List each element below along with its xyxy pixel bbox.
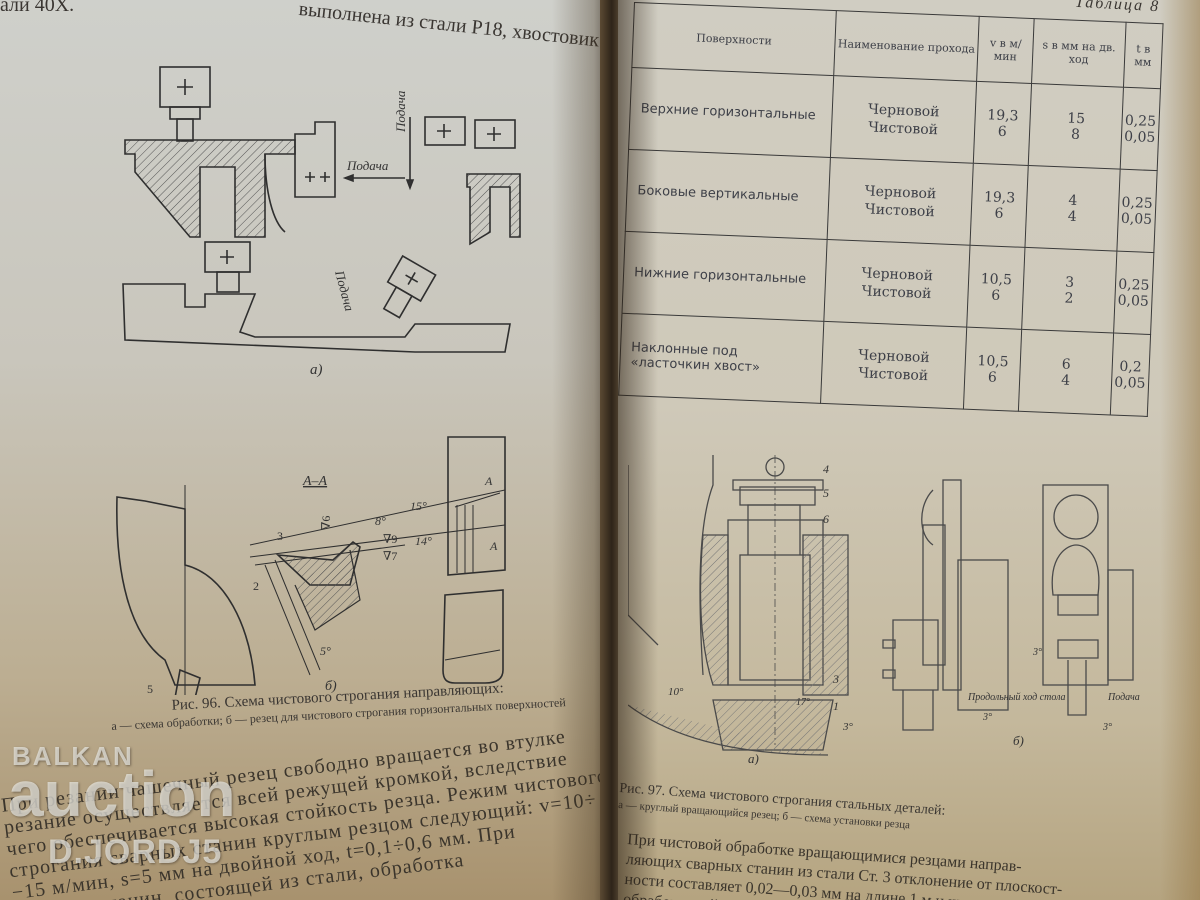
figure-96a-label: а) <box>310 362 323 378</box>
svg-text:Подача: Подача <box>1107 692 1140 703</box>
cutting-modes-table: Поверхности Наименование прохода v в м/м… <box>618 2 1164 417</box>
svg-text:10°: 10° <box>668 686 684 698</box>
left-body-text: При резании чашечный резец свободно вращ… <box>0 717 612 900</box>
header-depth: t в мм <box>1123 22 1164 89</box>
svg-text:3: 3 <box>832 672 839 686</box>
table-label: Таблица 8 <box>1074 0 1161 16</box>
svg-text:3: 3 <box>277 529 283 543</box>
svg-text:∇9: ∇9 <box>383 532 397 546</box>
svg-text:17°: 17° <box>796 697 810 708</box>
svg-text:А: А <box>484 474 493 488</box>
right-page: Таблица 8 Поверхности Наименование прохо… <box>618 0 1200 900</box>
figure-96b: 5 А–А 3 2 8° 15° 14° 5° ∇9 ∇7 ∇6 А А б) <box>105 425 515 695</box>
svg-text:8°: 8° <box>375 514 386 528</box>
svg-text:2: 2 <box>253 579 259 593</box>
header-surfaces: Поверхности <box>631 2 837 76</box>
right-body-text: При чистовой обработке вращающимися резц… <box>622 830 1200 900</box>
header-feed: s в мм на дв. ход <box>1031 18 1126 88</box>
figure-96b-label: б) <box>325 679 337 694</box>
svg-text:∇7: ∇7 <box>383 549 397 563</box>
svg-text:3°: 3° <box>982 712 992 723</box>
svg-text:4: 4 <box>823 462 829 476</box>
top-text-line-right: выполнена из стали Р18, хвостовик — из <box>297 0 612 57</box>
svg-text:5°: 5° <box>320 644 331 658</box>
svg-text:3°: 3° <box>842 721 854 733</box>
figure-97-caption: Рис. 97. Схема чистового строгания сталь… <box>618 780 946 837</box>
cutting-modes-table-wrapper: Поверхности Наименование прохода v в м/м… <box>618 2 1173 417</box>
svg-text:5: 5 <box>823 486 829 500</box>
figure-97b-label: б) <box>1013 733 1024 748</box>
figure-97: 4 5 6 3 1 10° 17° 3° а) Продольный ход с… <box>628 445 1198 765</box>
svg-text:3°: 3° <box>1032 647 1042 658</box>
svg-text:3°: 3° <box>1102 722 1112 733</box>
svg-text:15°: 15° <box>410 499 427 513</box>
dim-5: 5 <box>147 682 153 695</box>
svg-text:14°: 14° <box>415 534 432 548</box>
feed-label-1: Подача <box>346 158 389 173</box>
top-running-text: али 40Х. выполнена из стали Р18, хвостов… <box>0 0 612 74</box>
svg-text:1: 1 <box>833 699 839 713</box>
svg-text:А: А <box>489 539 498 553</box>
svg-text:Продольный ход стола: Продольный ход стола <box>967 692 1066 703</box>
header-pass-name: Наименование прохода <box>833 10 980 82</box>
header-speed: v в м/мин <box>976 16 1035 84</box>
svg-text:∇6: ∇6 <box>319 516 333 530</box>
top-text-line-start: али 40Х. <box>0 0 75 16</box>
left-page: али 40Х. выполнена из стали Р18, хвостов… <box>0 0 612 900</box>
section-label: А–А <box>302 474 328 489</box>
feed-label-3: Подача <box>332 268 358 313</box>
svg-text:6: 6 <box>823 512 829 526</box>
figure-97a-label: а) <box>748 751 759 765</box>
feed-label-2: Подача <box>393 90 408 133</box>
figure-96a: Подача Подача Подача а) <box>115 62 535 382</box>
